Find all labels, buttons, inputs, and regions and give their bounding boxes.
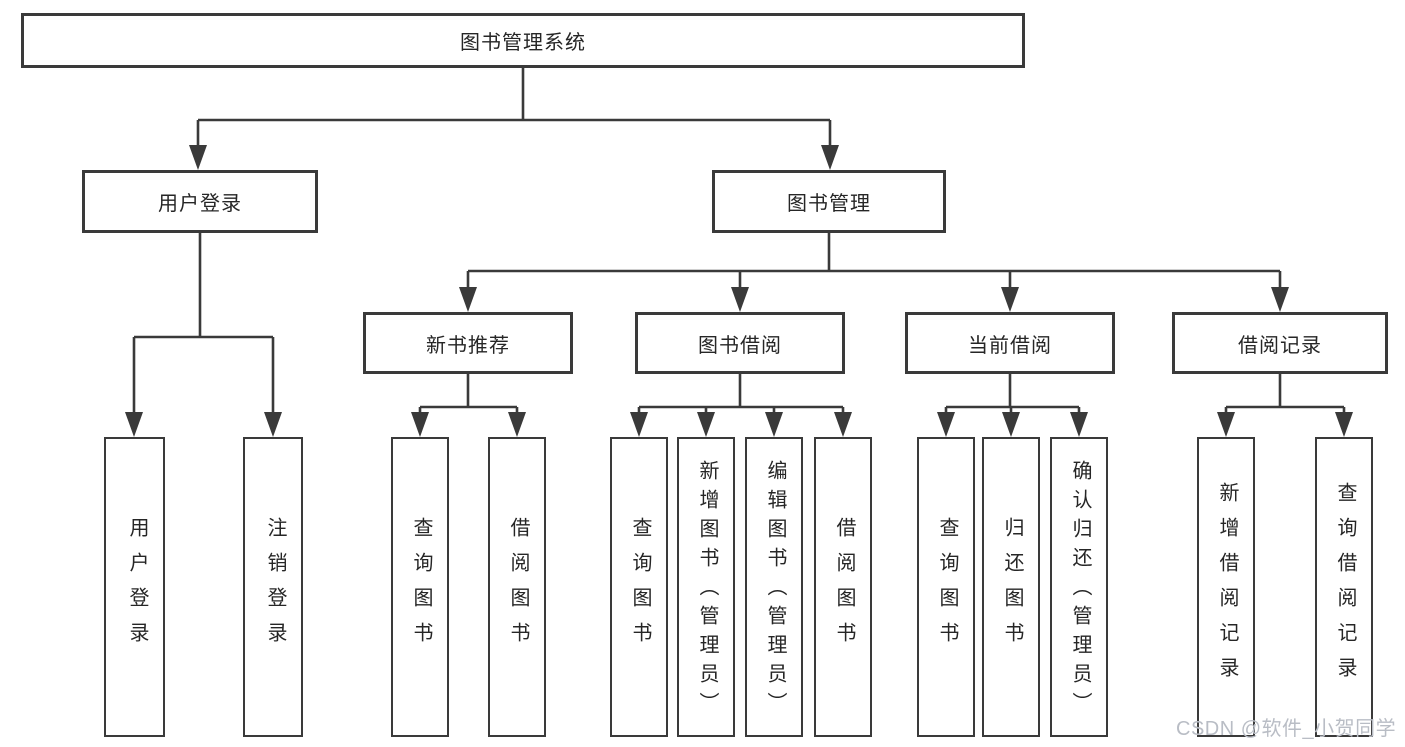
connector-userlogin-to-leaves <box>125 233 282 437</box>
leaf-newbooks-borrow-books: 借阅图书 <box>488 437 546 737</box>
leaf-user-login: 用户登录 <box>104 437 165 737</box>
connector-bookmgmt-to-level3 <box>459 233 1289 312</box>
node-new-book-recommend: 新书推荐 <box>363 312 573 374</box>
leaf-borrowing-edit-books-admin: 编辑图书（管理员） <box>745 437 803 737</box>
leaf-current-confirm-return-admin: 确认归还（管理员） <box>1050 437 1108 737</box>
leaf-logout: 注销登录 <box>243 437 303 737</box>
leaf-borrowing-add-books-admin: 新增图书（管理员） <box>677 437 735 737</box>
csdn-watermark: CSDN @软件_小贺同学 <box>1176 718 1397 740</box>
leaf-borrowing-borrow-books: 借阅图书 <box>814 437 872 737</box>
leaf-current-query-books: 查询图书 <box>917 437 975 737</box>
leaf-records-add-record: 新增借阅记录 <box>1197 437 1255 737</box>
node-book-management: 图书管理 <box>712 170 946 233</box>
node-user-login: 用户登录 <box>82 170 318 233</box>
connector-current-to-leaves <box>937 374 1088 437</box>
node-borrowing-records: 借阅记录 <box>1172 312 1388 374</box>
leaf-records-query-record: 查询借阅记录 <box>1315 437 1373 737</box>
connector-newbooks-to-leaves <box>411 374 526 437</box>
connector-records-to-leaves <box>1217 374 1353 437</box>
leaf-newbooks-query-books: 查询图书 <box>391 437 449 737</box>
leaf-current-return-books: 归还图书 <box>982 437 1040 737</box>
connector-root-to-level2 <box>189 68 839 170</box>
node-current-borrowing: 当前借阅 <box>905 312 1115 374</box>
node-book-borrowing: 图书借阅 <box>635 312 845 374</box>
connector-borrowing-to-leaves <box>630 374 852 437</box>
leaf-borrowing-query-books: 查询图书 <box>610 437 668 737</box>
node-root: 图书管理系统 <box>21 13 1025 68</box>
